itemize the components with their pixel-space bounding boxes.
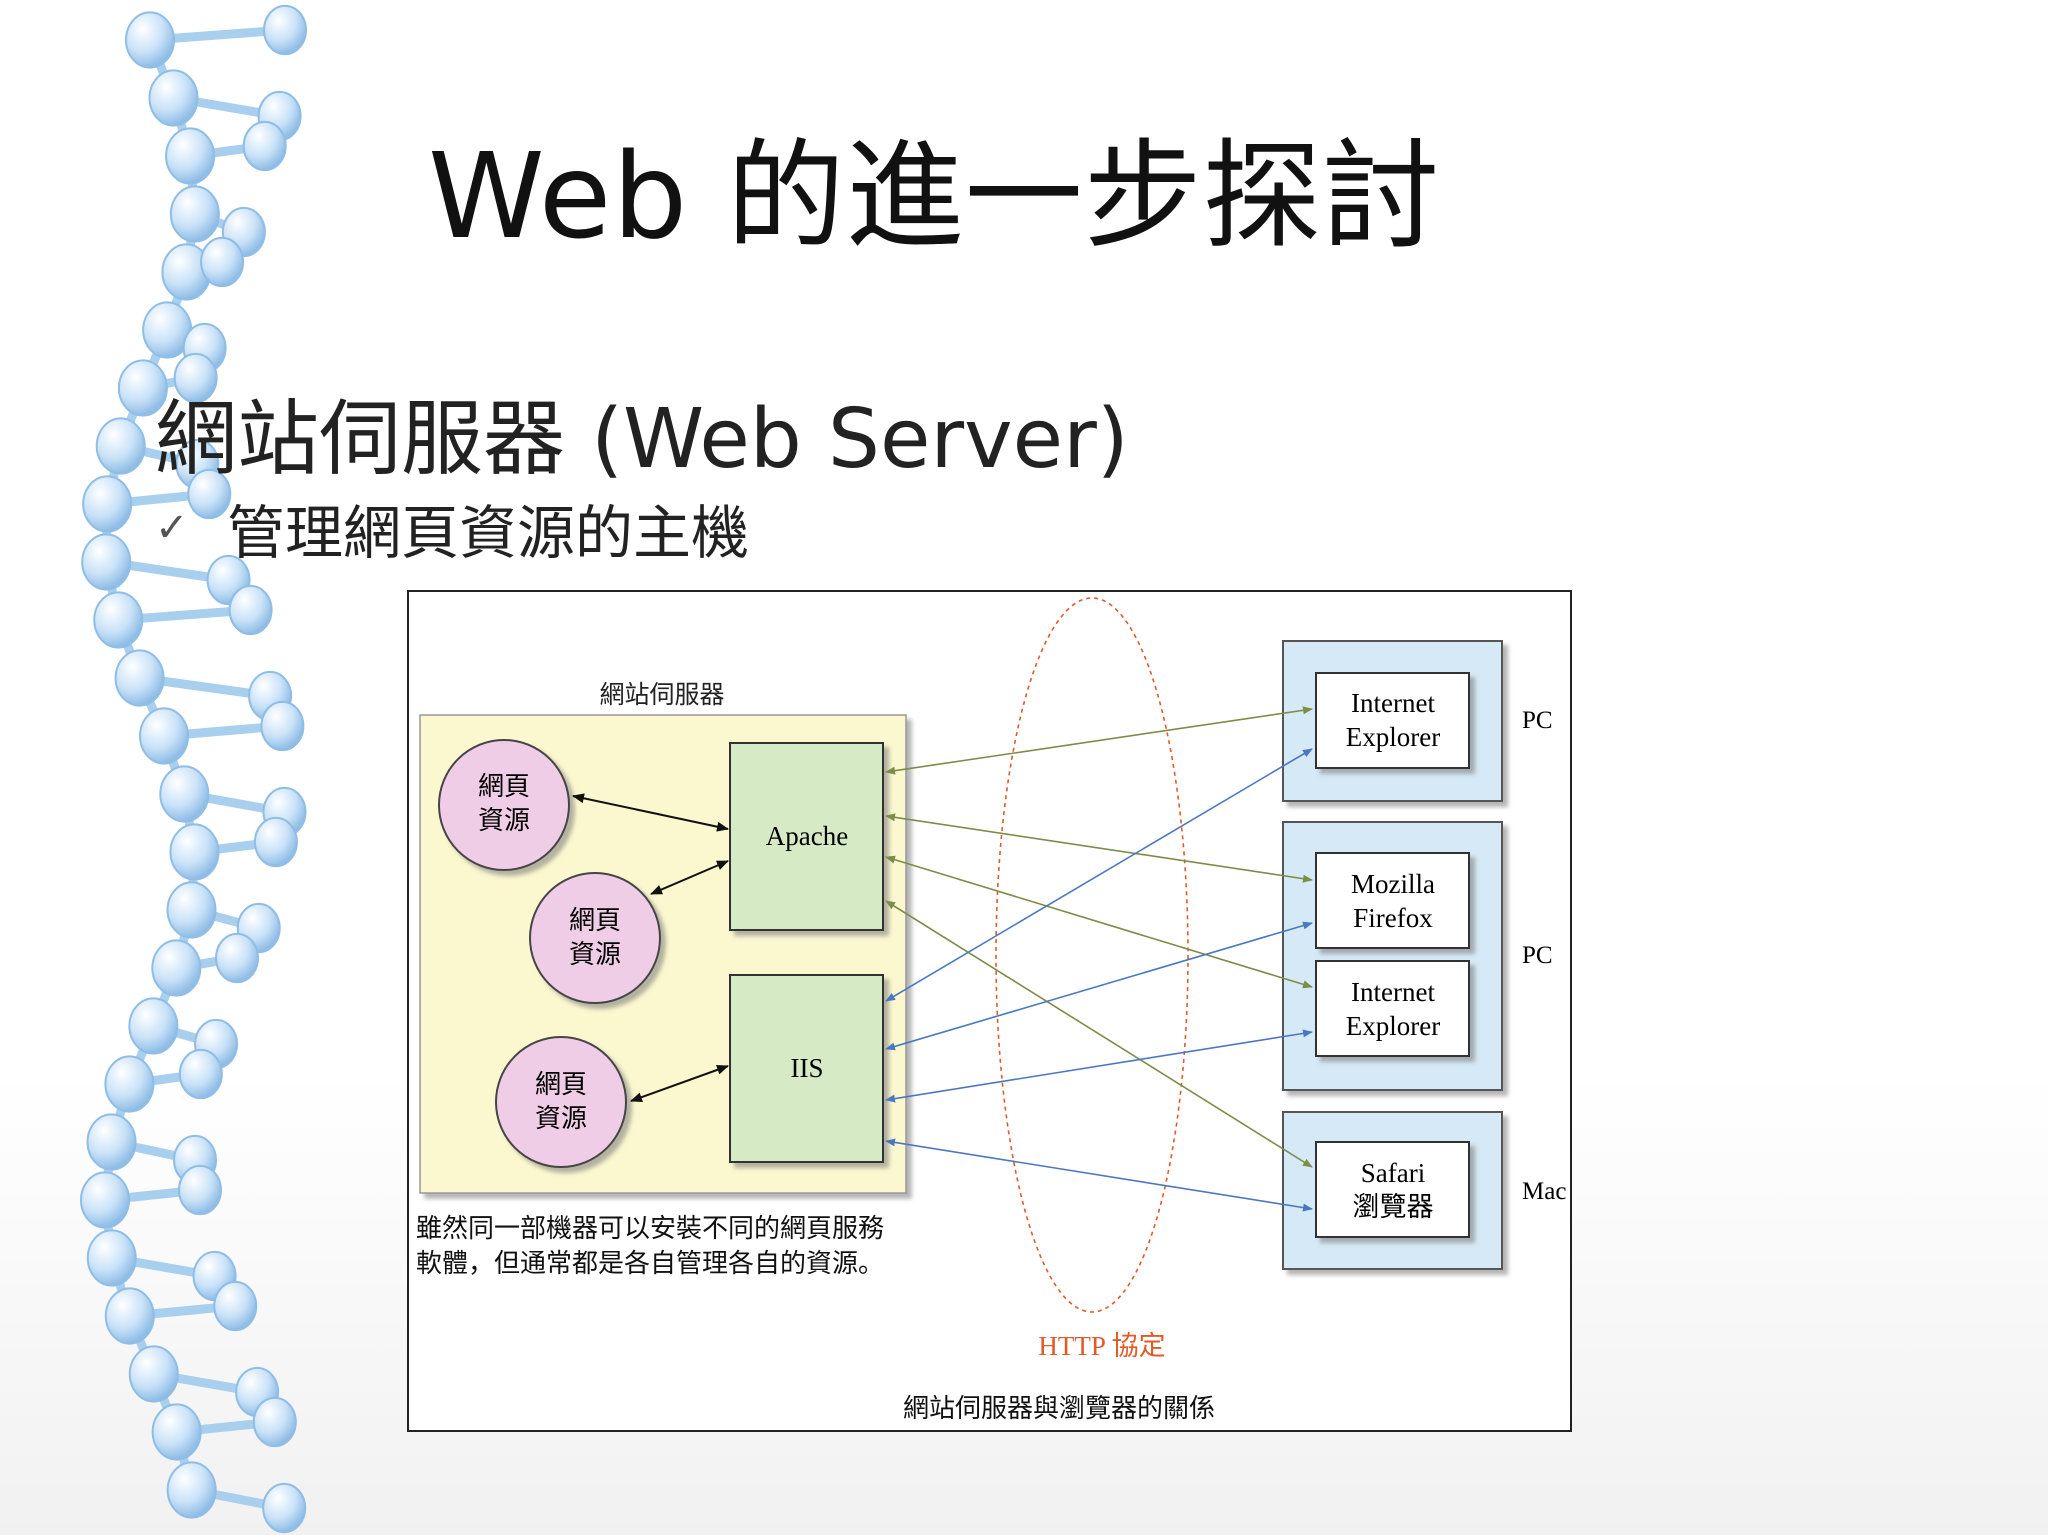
- iis-safari-arrow: [885, 1138, 1313, 1212]
- molecule-atom: [166, 1461, 217, 1519]
- molecule-atom: [104, 1055, 155, 1113]
- molecule-atom: [117, 359, 168, 417]
- figure-caption: 網站伺服器與瀏覽器的關係: [903, 1394, 1215, 1423]
- molecule-atom: [253, 816, 298, 868]
- molecule-atom: [178, 1048, 223, 1100]
- molecule-atom: [166, 881, 217, 939]
- server-group-label: 網站伺服器: [599, 681, 724, 709]
- browser-label: Internet: [1351, 688, 1435, 718]
- molecule-atom: [125, 11, 175, 69]
- molecule-atom: [82, 475, 133, 533]
- browser-label: Firefox: [1353, 903, 1433, 933]
- molecule-atom: [242, 120, 287, 172]
- molecule-atom: [200, 236, 245, 288]
- molecule-atom: [215, 932, 260, 984]
- molecule-atom: [173, 352, 218, 404]
- checkmark-icon: ✓: [155, 505, 189, 551]
- bullet-sub-item: ✓ 管理網頁資源的主機: [155, 486, 749, 570]
- molecule-atom: [86, 1113, 137, 1171]
- os-label-pc: PC: [1522, 942, 1553, 969]
- molecule-atom: [151, 1403, 202, 1461]
- web-resource-label: 網頁: [478, 772, 530, 801]
- browser-mozilla-firefox: [1315, 852, 1470, 949]
- molecule-decoration: [80, 4, 307, 1534]
- iis-label: IIS: [791, 1053, 824, 1083]
- browser-label: Mozilla: [1351, 869, 1435, 899]
- client-group-mac: Safari 瀏覽器 Mac: [1282, 1111, 1566, 1270]
- molecule-atom: [81, 533, 132, 591]
- molecule-atom: [263, 4, 307, 56]
- resource-iis-arrow: [630, 1065, 729, 1102]
- browser-label: Explorer: [1346, 1011, 1440, 1041]
- molecule-atom: [187, 468, 232, 520]
- molecule-atom: [104, 1287, 155, 1345]
- resource-apache-arrow: [650, 860, 729, 895]
- bullet-web-server: 網站伺服器 (Web Server): [155, 392, 1129, 487]
- apache-label: Apache: [766, 821, 848, 851]
- molecule-atom: [95, 417, 146, 475]
- bullet-sub-text: 管理網頁資源的主機: [227, 499, 750, 567]
- molecule-atom: [148, 69, 199, 127]
- molecule-atom: [128, 1345, 179, 1403]
- molecule-atom: [80, 1171, 131, 1229]
- web-resource-2: 網頁 資源: [529, 872, 661, 1004]
- molecule-atom: [139, 707, 190, 765]
- molecule-atom: [169, 823, 220, 881]
- os-label-pc: PC: [1522, 707, 1553, 734]
- molecule-atom: [260, 700, 305, 752]
- apache-server-box: Apache: [729, 742, 884, 931]
- web-resource-label: 資源: [569, 940, 621, 969]
- molecule-atom: [228, 584, 273, 636]
- molecule-atom: [165, 127, 216, 185]
- resource-apache-arrow: [572, 793, 729, 832]
- molecule-atom: [177, 1164, 222, 1216]
- molecule-atom: [169, 185, 220, 243]
- os-label-mac: Mac: [1522, 1178, 1566, 1205]
- web-resource-label: 網頁: [569, 906, 621, 935]
- web-resource-label: 網頁: [535, 1070, 587, 1099]
- molecule-atom: [159, 765, 210, 823]
- browser-label: Internet: [1351, 977, 1435, 1007]
- iis-ie2-arrow: [885, 1029, 1313, 1103]
- molecule-atom: [114, 649, 165, 707]
- browser-safari: [1315, 1141, 1470, 1238]
- browser-label: 瀏覽器: [1353, 1192, 1434, 1222]
- molecule-atom: [128, 997, 179, 1055]
- web-resource-label: 資源: [535, 1104, 587, 1133]
- web-resource-1: 網頁 資源: [438, 739, 570, 871]
- client-group-pc-1: Internet Explorer PC: [1282, 640, 1553, 802]
- web-resource-3: 網頁 資源: [495, 1036, 627, 1168]
- molecule-atom: [86, 1229, 137, 1287]
- http-protocol-label: HTTP 協定: [1038, 1331, 1165, 1361]
- browser-label: Explorer: [1346, 722, 1440, 752]
- molecule-atom: [252, 1396, 297, 1448]
- client-group-pc-2: Mozilla Firefox Internet Explorer PC: [1282, 821, 1553, 1091]
- slide-title: Web 的進一步探討: [428, 127, 1441, 265]
- browser-label: Safari: [1361, 1158, 1425, 1188]
- browser-internet-explorer-1: [1315, 672, 1470, 769]
- molecule-atom: [262, 1482, 307, 1534]
- iis-server-box: IIS: [729, 974, 884, 1163]
- molecule-atom: [213, 1280, 258, 1332]
- diagram-note-line2: 軟體，但通常都是各自管理各自的資源。: [416, 1249, 884, 1278]
- molecule-atom: [151, 939, 202, 997]
- iis-firefox-arrow: [885, 921, 1313, 1051]
- diagram-note-line1: 雖然同一部機器可以安裝不同的網頁服務: [416, 1214, 884, 1243]
- web-resource-label: 資源: [478, 806, 530, 835]
- molecule-atom: [93, 591, 144, 649]
- browser-internet-explorer-2: [1315, 960, 1470, 1057]
